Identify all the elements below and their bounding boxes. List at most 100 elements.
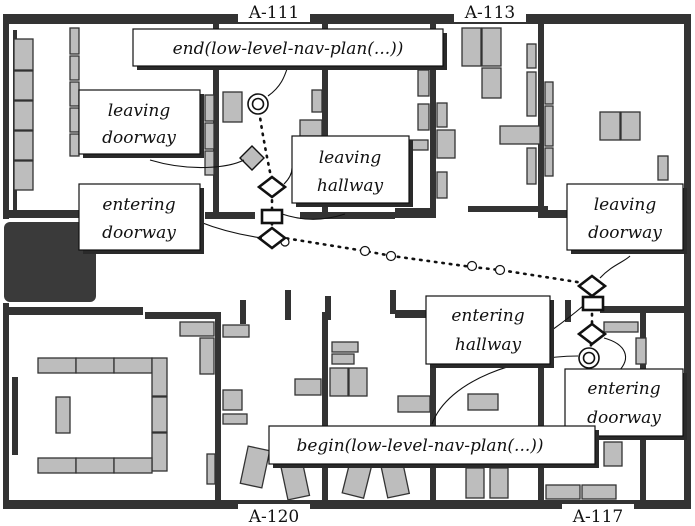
connector-entering-doorway-left: [199, 221, 263, 239]
waypoint: [494, 264, 506, 276]
callout-end-plan-text: end(low-level-nav-plan(...)): [173, 39, 404, 59]
wall-corridor-south-i: [600, 306, 684, 313]
callout-end-plan: end(low-level-nav-plan(...)): [132, 28, 447, 70]
desk: [657, 155, 669, 181]
room-label-a120: A-120: [248, 507, 299, 526]
desk: [294, 378, 322, 396]
desk: [545, 484, 581, 500]
desk: [481, 27, 502, 67]
endpoint-markers: [247, 93, 600, 369]
shelf: [526, 147, 537, 185]
wall-corridor-south-d: [285, 290, 291, 320]
shelf: [204, 150, 215, 176]
desk: [329, 367, 349, 397]
wall-divider-lower-1: [215, 312, 221, 508]
event-markers: [239, 145, 608, 346]
wall-bottom: [3, 500, 691, 509]
desk: [417, 103, 430, 131]
wall-left-lower: [3, 303, 9, 509]
goal-marker-inner: [251, 97, 265, 111]
event-square: [581, 295, 605, 312]
desk: [417, 69, 430, 97]
shelf: [526, 71, 537, 117]
table-segment: [37, 457, 77, 474]
shelf: [69, 81, 80, 107]
desk: [603, 441, 623, 467]
wall-corridor-north-c: [300, 212, 395, 219]
waypoint: [385, 250, 397, 262]
desk: [311, 89, 323, 113]
table-segment: [113, 357, 153, 374]
callout-line-1: leaving: [319, 148, 382, 168]
wall-corridor-south-c: [240, 300, 246, 324]
desk: [331, 353, 355, 365]
table-segment: [151, 432, 168, 472]
podium: [55, 396, 71, 434]
wall-corridor-north-d: [395, 208, 435, 218]
desk: [206, 453, 216, 485]
desk: [222, 389, 243, 411]
start-marker-inner: [582, 351, 596, 365]
desk: [467, 393, 499, 411]
connector-leaving-doorway-left: [149, 159, 245, 169]
desk: [436, 129, 456, 159]
desk: [461, 27, 482, 67]
callout-entering-doorway-left: entering doorway: [78, 183, 204, 254]
callout-line-1: leaving: [594, 195, 657, 215]
table-segment: [75, 357, 115, 374]
shelf: [69, 133, 80, 157]
wall-inner-bottom-right: [12, 377, 18, 455]
wall-divider-upper-4: [538, 20, 544, 218]
wall-top: [3, 14, 691, 24]
wall-corridor-north-f: [540, 210, 570, 218]
desk: [199, 337, 215, 375]
connector-begin-plan: [431, 355, 579, 425]
connector-entering-doorway-right: [603, 337, 627, 373]
callout-line-2: doorway: [102, 128, 176, 148]
furniture: [13, 27, 669, 501]
shelf: [544, 147, 554, 177]
callout-leaving-hallway: leaving hallway: [291, 135, 413, 207]
connector-square-upper: [281, 213, 346, 220]
shelf: [204, 94, 215, 122]
path-waypoints: [280, 237, 506, 276]
wall-corridor-south-f: [390, 290, 396, 314]
desk: [13, 70, 34, 101]
shelf: [69, 27, 80, 55]
shelf: [204, 122, 215, 150]
wall-corridor-north-b: [205, 212, 255, 219]
event-diamond: [576, 274, 608, 298]
desk: [436, 102, 448, 128]
callout-line-2: doorway: [102, 223, 176, 243]
desk: [222, 413, 248, 425]
desk: [620, 111, 641, 141]
callout-leaving-doorway-right: leaving doorway: [566, 183, 687, 254]
room-label-a117: A-117: [572, 507, 623, 526]
desk: [299, 119, 323, 137]
table-segment: [37, 357, 77, 374]
path-segment-corridor: [270, 234, 592, 286]
room-label-a113: A-113: [464, 3, 515, 23]
event-diamond: [256, 226, 288, 250]
callout-line-1: entering: [587, 379, 660, 399]
callout-line-2: doorway: [588, 223, 662, 243]
wall-corridor-south-h: [565, 300, 571, 322]
callout-connectors: [149, 65, 631, 425]
wall-divider-upper-1: [213, 20, 219, 218]
shelf: [544, 81, 554, 105]
event-square: [260, 208, 284, 225]
callout-line-2: hallway: [455, 335, 522, 355]
desk: [348, 367, 368, 397]
event-diamond: [256, 175, 288, 199]
callout-entering-hallway: entering hallway: [425, 295, 554, 368]
callout-begin-plan-text: begin(low-level-nav-plan(...)): [296, 436, 543, 456]
wall-divider-upper-3: [430, 20, 436, 218]
shelf: [69, 107, 80, 133]
table-segment: [113, 457, 153, 474]
desk: [13, 130, 34, 161]
desk: [331, 341, 359, 353]
wall-corridor-north-a: [3, 210, 83, 218]
stairwell-block: [4, 222, 96, 302]
table-segment: [151, 357, 168, 397]
callout-line-1: entering: [102, 195, 175, 215]
